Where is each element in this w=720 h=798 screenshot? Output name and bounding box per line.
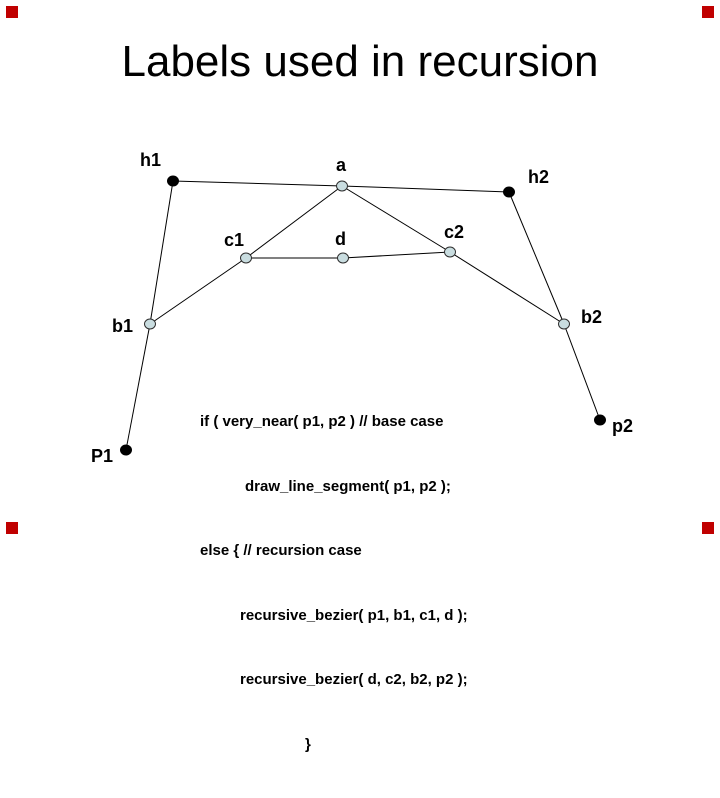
point-label-d: d	[335, 229, 346, 249]
point-b1	[144, 318, 156, 330]
point-a	[336, 180, 348, 192]
slide-title: Labels used in recursion	[121, 37, 599, 86]
point-label-b1: b1	[112, 316, 134, 336]
corner-marker-bottom-left	[6, 522, 18, 534]
point-p2	[594, 414, 606, 426]
segment-h2-b2	[508, 191, 565, 325]
code-line: draw_line_segment( p1, p2 );	[245, 477, 451, 495]
point-h1	[167, 175, 179, 187]
point-c1	[240, 252, 252, 264]
code-line: recursive_bezier( d, c2, b2, p2 );	[240, 671, 468, 688]
code-line: recursive_bezier( p1, b1, c1, d );	[240, 606, 468, 624]
point-d	[337, 252, 349, 264]
point-label-h2: h2	[528, 167, 550, 187]
point-label-p2: p2	[612, 416, 634, 436]
point-P1	[120, 444, 132, 456]
corner-marker-top-right	[702, 6, 714, 18]
segment-a-h2	[341, 185, 510, 193]
corner-marker-top-left	[6, 6, 18, 18]
point-label-a: a	[336, 155, 347, 175]
segment-b2-p2	[563, 323, 601, 421]
segment-b1-c1	[149, 257, 247, 325]
code-line: }	[305, 735, 311, 753]
segment-b1-h1	[149, 180, 174, 325]
code-line: if ( very_near( p1, p2 ) // base case	[200, 413, 444, 430]
point-label-c2: c2	[444, 222, 465, 242]
segment-d-c2	[342, 251, 451, 259]
point-label-b2: b2	[581, 307, 603, 327]
bezier-construction-diagram	[120, 175, 606, 456]
segment-c2-b2	[449, 251, 565, 325]
segment-h1-a	[172, 180, 343, 187]
segment-a-c2	[341, 185, 451, 253]
segment-c1-a	[245, 185, 343, 259]
point-b2	[558, 318, 570, 330]
point-label-h1: h1	[140, 150, 162, 170]
recursion-pseudocode: if ( very_near( p1, p2 ) // base case dr…	[200, 368, 468, 798]
code-line: else { // recursion case	[200, 542, 362, 559]
point-label-c1: c1	[224, 230, 245, 250]
segment-P1-b1	[125, 323, 151, 451]
point-c2	[444, 246, 456, 258]
point-label-P1: P1	[91, 446, 114, 466]
point-h2	[503, 186, 515, 198]
corner-marker-bottom-right	[702, 522, 714, 534]
